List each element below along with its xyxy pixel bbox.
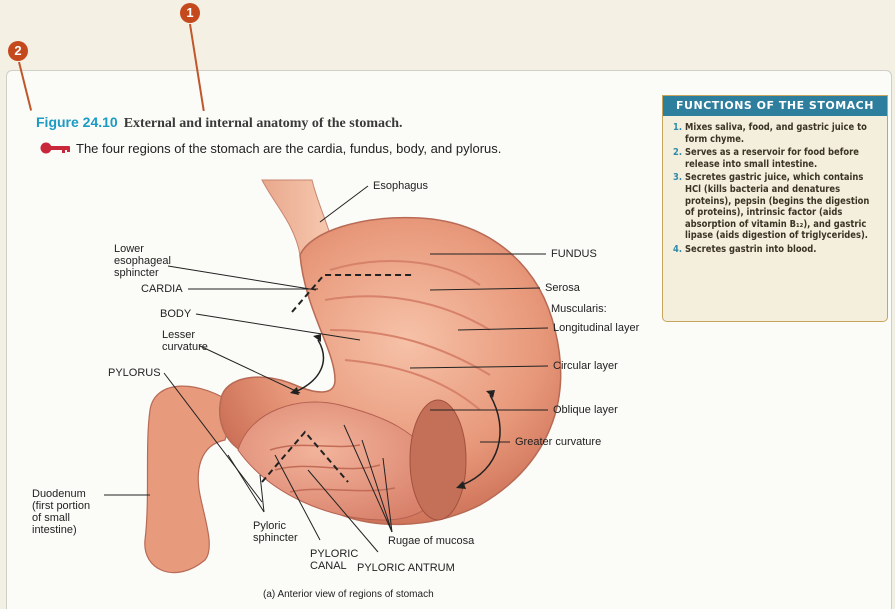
label-lesser-curvature: Lesser curvature [162,329,208,353]
label-pyloric-sphincter: Pyloric sphincter [253,520,298,544]
label-body: BODY [160,308,191,320]
label-fundus: FUNDUS [551,248,597,260]
label-circular-layer: Circular layer [553,360,618,372]
label-pylorus: PYLORUS [108,367,161,379]
label-pyloric-antrum: PYLORIC ANTRUM [357,562,455,574]
label-rugae-of-mucosa: Rugae of mucosa [388,535,474,547]
label-pyloric-canal: PYLORIC CANAL [310,548,358,572]
label-cardia: CARDIA [141,283,183,295]
label-esophagus: Esophagus [373,180,428,192]
label-serosa: Serosa [545,282,580,294]
label-duodenum: Duodenum (first portion of small intesti… [32,488,90,536]
label-lower-esophageal-sphincter: Lower esophageal sphincter [114,243,171,279]
label-greater-curvature: Greater curvature [515,436,601,448]
label-muscularis: Muscularis: [551,303,607,315]
label-longitudinal-layer: Longitudinal layer [553,322,639,334]
label-oblique-layer: Oblique layer [553,404,618,416]
figure-caption: (a) Anterior view of regions of stomach [263,589,434,601]
